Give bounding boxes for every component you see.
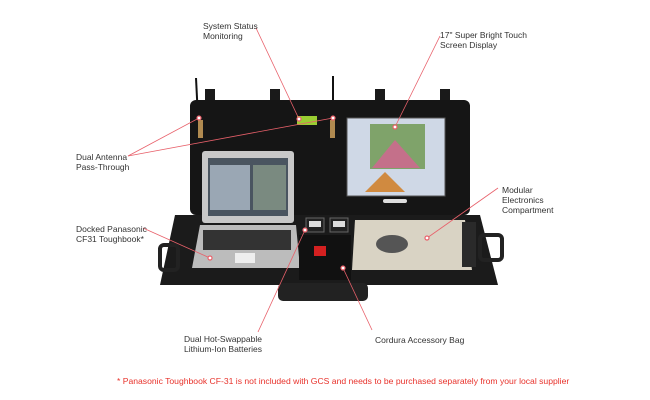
callout-batteries: Dual Hot-Swappable Lithium-Ion Batteries bbox=[184, 334, 262, 354]
callout-line: System Status bbox=[203, 21, 258, 31]
callout-line: Screen Display bbox=[440, 40, 498, 50]
case-latches bbox=[205, 89, 450, 101]
callout-line: Monitoring bbox=[203, 31, 243, 41]
callout-line: 17" Super Bright Touch bbox=[440, 30, 527, 40]
callout-line: Electronics bbox=[502, 195, 544, 205]
callout-line: Pass-Through bbox=[76, 162, 130, 172]
callout-laptop: Docked Panasonic CF31 Toughbook* bbox=[76, 224, 147, 244]
callout-line: Dual Hot-Swappable bbox=[184, 334, 262, 344]
callout-antenna: Dual Antenna Pass-Through bbox=[76, 152, 129, 172]
callout-line: Docked Panasonic bbox=[76, 224, 147, 234]
mouse bbox=[376, 235, 408, 253]
callout-line: Dual Antenna bbox=[76, 152, 128, 162]
modular-electronics-plate bbox=[352, 220, 472, 270]
callout-bag: Cordura Accessory Bag bbox=[375, 335, 464, 345]
callout-line: CF31 Toughbook* bbox=[76, 234, 144, 244]
callout-touch-screen: 17" Super Bright Touch Screen Display bbox=[440, 30, 527, 50]
status-panel bbox=[297, 116, 317, 125]
case-handle bbox=[278, 283, 368, 301]
callout-line: Lithium-Ion Batteries bbox=[184, 344, 262, 354]
callout-line: Modular bbox=[502, 185, 533, 195]
footnote: * Panasonic Toughbook CF-31 is not inclu… bbox=[117, 376, 570, 386]
callout-dots bbox=[196, 115, 430, 271]
callout-line: Compartment bbox=[502, 205, 554, 215]
leader-lines bbox=[127, 27, 499, 333]
callout-system-status: System Status Monitoring bbox=[203, 21, 258, 41]
callout-line: Cordura Accessory Bag bbox=[375, 335, 465, 345]
accessory-bag bbox=[299, 235, 351, 280]
callout-modular: Modular Electronics Compartment bbox=[502, 185, 554, 215]
